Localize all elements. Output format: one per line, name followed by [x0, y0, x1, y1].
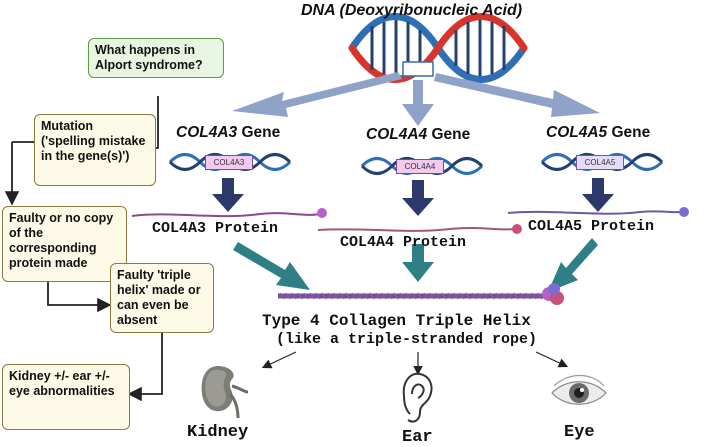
protein-label-col4a4: COL4A4 Protein — [340, 234, 467, 251]
rope-twist-mark — [333, 292, 339, 300]
rope-twist-mark — [483, 292, 489, 300]
eye-icon — [551, 374, 607, 405]
gene-heading-col4a4: COL4A4 Gene — [366, 126, 470, 144]
gene-name: COL4A5 — [546, 124, 608, 141]
rope-twist-mark — [375, 292, 381, 300]
helix-to-organ-arrows — [261, 351, 569, 376]
rope-twist-mark — [339, 292, 345, 300]
rope-twist-mark — [399, 292, 405, 300]
rope-twist-mark — [351, 292, 357, 300]
rope-twist-mark — [279, 292, 285, 300]
outcome-box: Kidney +/- ear +/- eye abnormalities — [2, 364, 130, 430]
gene-name: COL4A3 — [176, 124, 238, 141]
rope-twist-mark — [459, 292, 465, 300]
rope-twist-mark — [381, 292, 387, 300]
gene-to-protein-arrows — [212, 178, 614, 216]
rope-twist-mark — [507, 292, 513, 300]
rope-twist-mark — [471, 292, 477, 300]
gene-heading-col4a5: COL4A5 Gene — [546, 124, 650, 142]
rope-twist-mark — [411, 292, 417, 300]
rope-twist-mark — [519, 292, 525, 300]
rope-twist-mark — [387, 292, 393, 300]
helix-subtitle: (like a triple-stranded rope) — [276, 331, 538, 348]
rope-twist-mark — [453, 292, 459, 300]
page-title: DNA (Deoxyribonucleic Acid) — [301, 2, 523, 19]
rope-twist-mark — [309, 292, 315, 300]
protein-to-helix-arrows — [233, 238, 598, 292]
rope-twist-mark — [321, 292, 327, 300]
organ-label-ear: Ear — [402, 428, 433, 447]
rope-twist-mark — [429, 292, 435, 300]
rope-twist-mark — [405, 292, 411, 300]
rope-twist-mark — [441, 292, 447, 300]
rope-twist-mark — [513, 292, 519, 300]
rope-twist-mark — [435, 292, 441, 300]
rope-twist-mark — [393, 292, 399, 300]
gene-chip-col4a5: COL4A5 — [576, 155, 624, 170]
organ-label-eye: Eye — [564, 423, 595, 442]
rope-twist-mark — [495, 292, 501, 300]
rope-twist-mark — [447, 292, 453, 300]
rope-twist-mark — [291, 292, 297, 300]
rope-twist-mark — [501, 292, 507, 300]
protein-label-col4a3: COL4A3 Protein — [152, 220, 279, 237]
rope-twist-mark — [465, 292, 471, 300]
rope-twist-mark — [327, 292, 333, 300]
rope-twist-mark — [417, 292, 423, 300]
question-box: What happens in Alport syndrome? — [88, 38, 224, 78]
rope-twist-mark — [477, 292, 483, 300]
kidney-icon — [201, 366, 249, 419]
gene-suffix: Gene — [427, 126, 471, 143]
rope-twist-mark — [525, 292, 531, 300]
rope-twist-mark — [315, 292, 321, 300]
helix-title: Type 4 Collagen Triple Helix — [262, 312, 531, 330]
protein-strand-col4a5 — [507, 207, 689, 217]
rope-twist-mark — [345, 292, 351, 300]
mutation-box: Mutation ('spelling mistake in the gene(… — [34, 114, 156, 186]
gene-chip-col4a3: COL4A3 — [205, 155, 253, 170]
rope-twist-mark — [537, 292, 543, 300]
rope-twist-mark — [297, 292, 303, 300]
organ-label-kidney: Kidney — [187, 423, 249, 442]
gene-suffix: Gene — [237, 124, 281, 141]
gene-heading-col4a3: COL4A3 Gene — [176, 124, 280, 142]
dna-helix-top — [348, 13, 528, 83]
faulty-helix-box: Faulty 'triple helix' made or can even b… — [110, 263, 214, 333]
rope-twist-mark — [363, 292, 369, 300]
ear-icon — [402, 372, 433, 423]
gene-chip-col4a4: COL4A4 — [396, 159, 444, 174]
faulty-copy-box: Faulty or no copy of the corresponding p… — [2, 206, 127, 282]
gene-name: COL4A4 — [366, 126, 428, 143]
rope-twist-mark — [285, 292, 291, 300]
triple-helix-rope — [278, 283, 564, 305]
rope-twist-mark — [531, 292, 537, 300]
dna-to-gene-arrows — [232, 72, 600, 126]
gene-suffix: Gene — [607, 124, 651, 141]
rope-twist-mark — [369, 292, 375, 300]
protein-strand-col4a4 — [317, 224, 522, 234]
protein-label-col4a5: COL4A5 Protein — [528, 218, 655, 235]
rope-twist-mark — [303, 292, 309, 300]
protein-strand-col4a3 — [131, 208, 327, 218]
rope-twist-mark — [357, 292, 363, 300]
rope-twist-mark — [423, 292, 429, 300]
rope-twist-mark — [489, 292, 495, 300]
